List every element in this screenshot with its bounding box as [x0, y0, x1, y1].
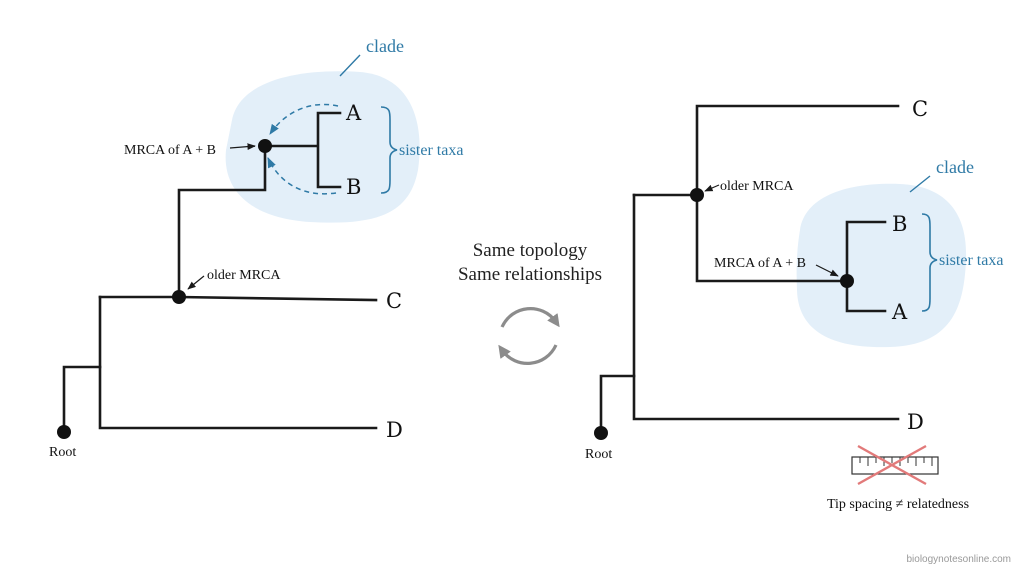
left-clade-label: clade: [366, 36, 404, 56]
left-root-node: [57, 425, 71, 439]
left-clade-highlight: [225, 71, 420, 223]
left-mrca-pointer: [229, 143, 256, 150]
right-mrca-label: MRCA of A + B: [714, 256, 806, 271]
right-root-node: [594, 426, 608, 440]
ruler-crossed-icon: [851, 444, 939, 486]
left-mrca-label: MRCA of A + B: [124, 143, 216, 158]
rotate-icon: [498, 307, 560, 365]
left-branch-root: [62, 365, 102, 434]
right-older-mrca-pointer: [704, 184, 720, 192]
left-mrca-node: [258, 139, 272, 153]
right-clade-callout: [909, 175, 931, 193]
watermark: biologynotesonline.com: [906, 554, 1011, 565]
right-mrca-pointer: [815, 264, 839, 277]
left-tree: A B C D Root MRCA of A + B older MRCA cl…: [49, 36, 463, 460]
right-sister-brace: [921, 213, 938, 312]
right-tip-a: A: [891, 300, 908, 324]
tip-spacing-note: Tip spacing ≠ relatedness: [827, 497, 969, 512]
right-tree: C B A D Root MRCA of A + B older MRCA cl…: [585, 97, 1003, 462]
right-branch-root: [599, 374, 636, 435]
left-tip-c: C: [386, 289, 402, 313]
left-branch-main: [98, 295, 378, 430]
left-branch-c: [98, 295, 378, 302]
right-tip-b: B: [892, 212, 907, 236]
right-clade-label: clade: [936, 157, 974, 177]
left-branch-inner: [177, 144, 267, 299]
left-tip-a: A: [345, 101, 362, 125]
right-tip-c: C: [912, 97, 928, 121]
left-clade-callout: [339, 54, 361, 77]
left-dashed-arrow-top: [269, 103, 339, 135]
right-older-mrca-label: older MRCA: [720, 179, 794, 194]
left-sister-label: sister taxa: [399, 142, 463, 159]
caption-line-1: Same topology: [473, 240, 588, 261]
right-older-mrca-node: [690, 188, 704, 202]
caption-line-2: Same relationships: [458, 264, 602, 285]
right-sister-label: sister taxa: [939, 252, 1003, 269]
left-root-label: Root: [49, 445, 76, 460]
left-older-mrca-node: [172, 290, 186, 304]
right-clade-highlight: [796, 183, 967, 348]
left-dashed-arrow-bottom: [267, 157, 337, 195]
right-root-label: Root: [585, 447, 612, 462]
left-tip-b: B: [346, 175, 361, 199]
left-tip-d: D: [386, 418, 403, 442]
right-branch-inner: [695, 193, 849, 283]
left-sister-brace: [380, 106, 398, 194]
right-mrca-node: [840, 274, 854, 288]
left-older-mrca-label: older MRCA: [207, 268, 281, 283]
right-tip-d: D: [907, 410, 924, 434]
right-branch-main: [632, 193, 900, 421]
right-branch-ab: [845, 220, 887, 313]
right-branch-c: [632, 104, 900, 197]
middle-caption: Same topology Same relationships: [458, 240, 602, 365]
left-branch-ab: [263, 111, 342, 189]
left-older-mrca-pointer: [187, 275, 205, 290]
